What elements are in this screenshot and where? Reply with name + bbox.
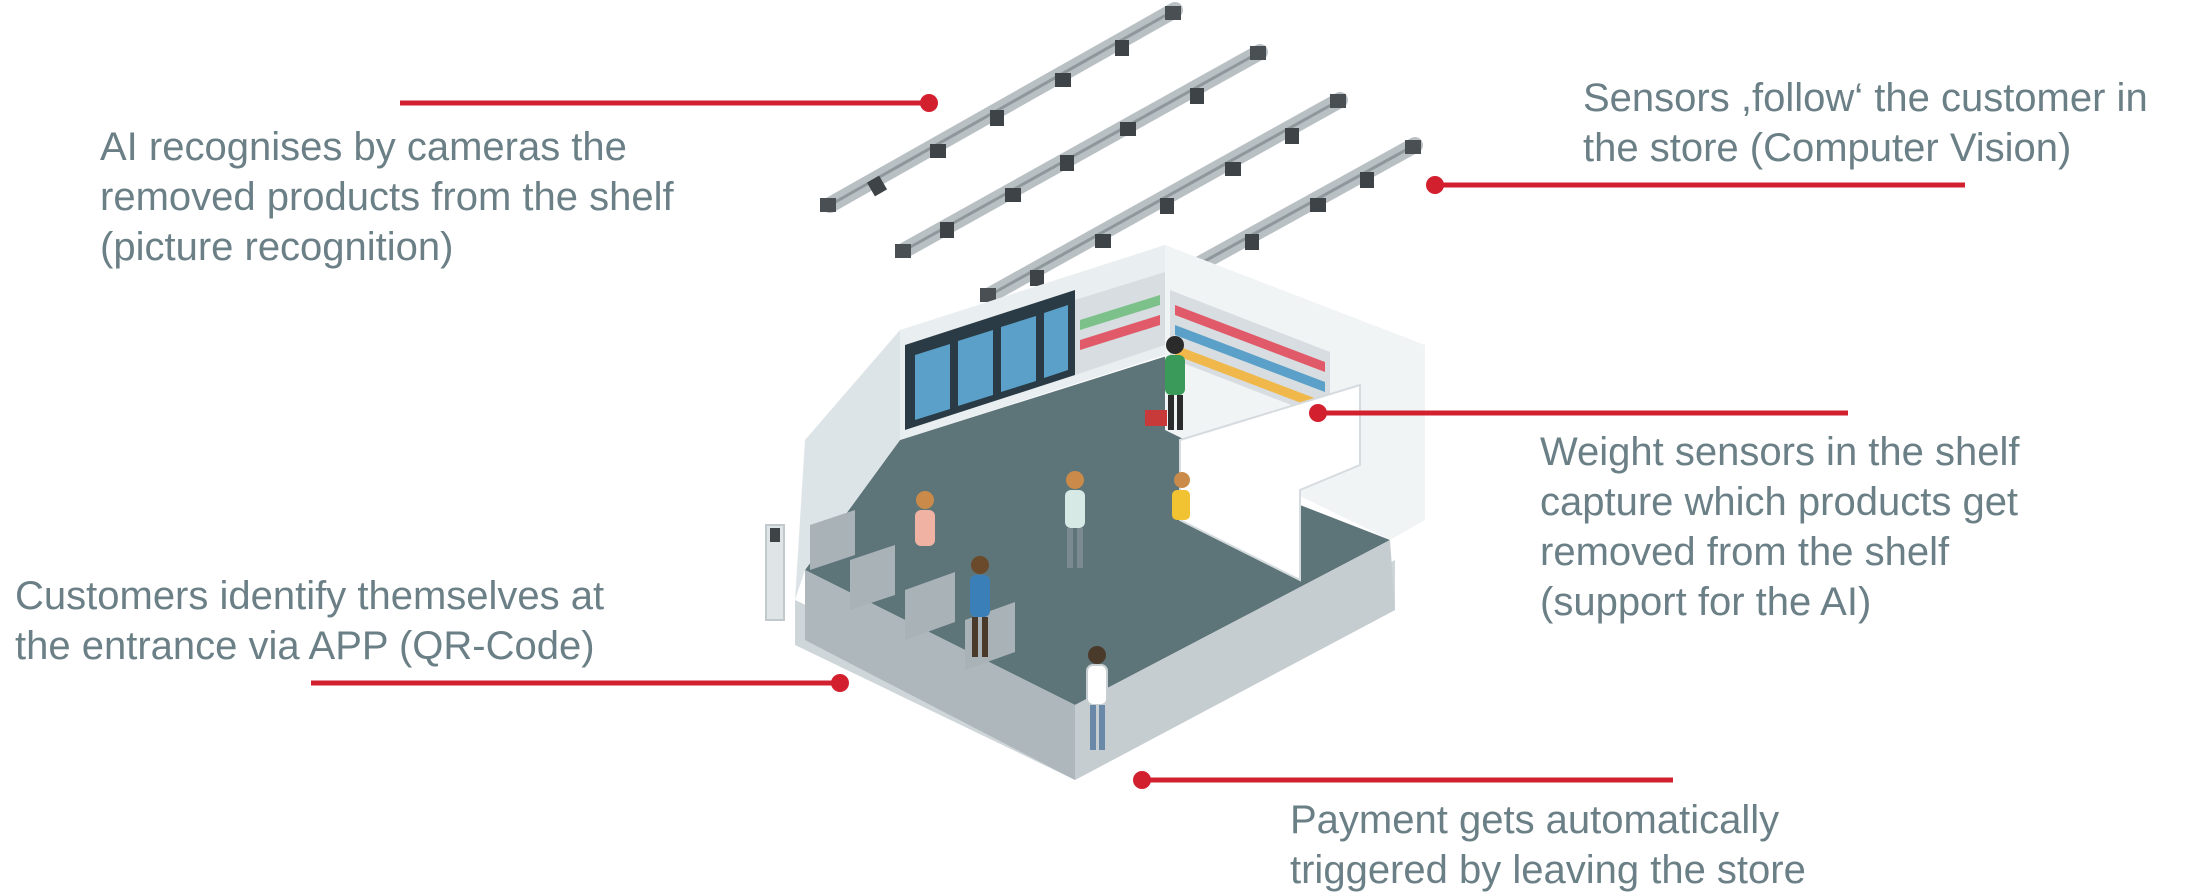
camera-rail-2 xyxy=(895,44,1268,258)
callout-text-line: (support for the AI) xyxy=(1540,580,1872,624)
shopper-middle xyxy=(1065,471,1085,568)
callout-text-line: capture which products get xyxy=(1540,480,2019,524)
callout-text-line: removed from the shelf xyxy=(1540,530,1950,574)
callout-sensors-follow: Sensors ,follow‘ the customer in the sto… xyxy=(1583,73,2148,173)
callout-payment: Payment gets automatically triggered by … xyxy=(1290,795,1806,895)
shopper-entering xyxy=(915,491,935,546)
callout-customers-identify: Customers identify themselves at the ent… xyxy=(15,571,604,671)
shopper-gate xyxy=(970,556,990,657)
callout-text-line: removed products from the shelf xyxy=(100,175,674,219)
callout-text-line: triggered by leaving the store xyxy=(1290,848,1806,892)
callout-text-line: Payment gets automatically xyxy=(1290,798,1780,842)
camera-rail-3 xyxy=(980,92,1348,303)
leader-line-payment xyxy=(1133,771,1673,789)
checkout-counter xyxy=(1179,383,1361,582)
callout-ai-cameras: AI recognises by cameras the removed pro… xyxy=(100,122,674,272)
shoppers xyxy=(915,336,1190,750)
front-left-wall xyxy=(805,570,1075,780)
leader-line-customers-identify xyxy=(311,674,849,692)
refrigerator-row xyxy=(905,290,1075,430)
leader-line-ai-cameras xyxy=(400,94,938,112)
callout-text-line: the store (Computer Vision) xyxy=(1583,126,2072,170)
leader-line-weight-sensors xyxy=(1309,404,1848,422)
callout-text-line: the entrance via APP (QR-Code) xyxy=(15,624,595,668)
leader-line-sensors-follow xyxy=(1426,176,1965,194)
callout-weight-sensors: Weight sensors in the shelf capture whic… xyxy=(1540,427,2020,627)
callout-text-line: (picture recognition) xyxy=(100,225,454,269)
shopper-yellow xyxy=(1172,472,1190,520)
callout-text-line: Weight sensors in the shelf xyxy=(1540,430,2020,474)
front-right-wall xyxy=(1075,540,1395,780)
camera-rail-1 xyxy=(820,2,1183,213)
shopper-leaving xyxy=(1086,646,1108,750)
callout-text-line: Customers identify themselves at xyxy=(15,574,605,618)
entrance-gates xyxy=(810,510,1015,670)
shopper-back xyxy=(1145,336,1185,430)
qr-kiosk xyxy=(765,524,785,621)
product-shelves xyxy=(1075,272,1330,420)
callout-text-line: AI recognises by cameras the xyxy=(100,125,627,169)
leader-lines xyxy=(311,94,1965,789)
callout-text-line: Sensors ,follow‘ the customer in xyxy=(1583,76,2148,120)
